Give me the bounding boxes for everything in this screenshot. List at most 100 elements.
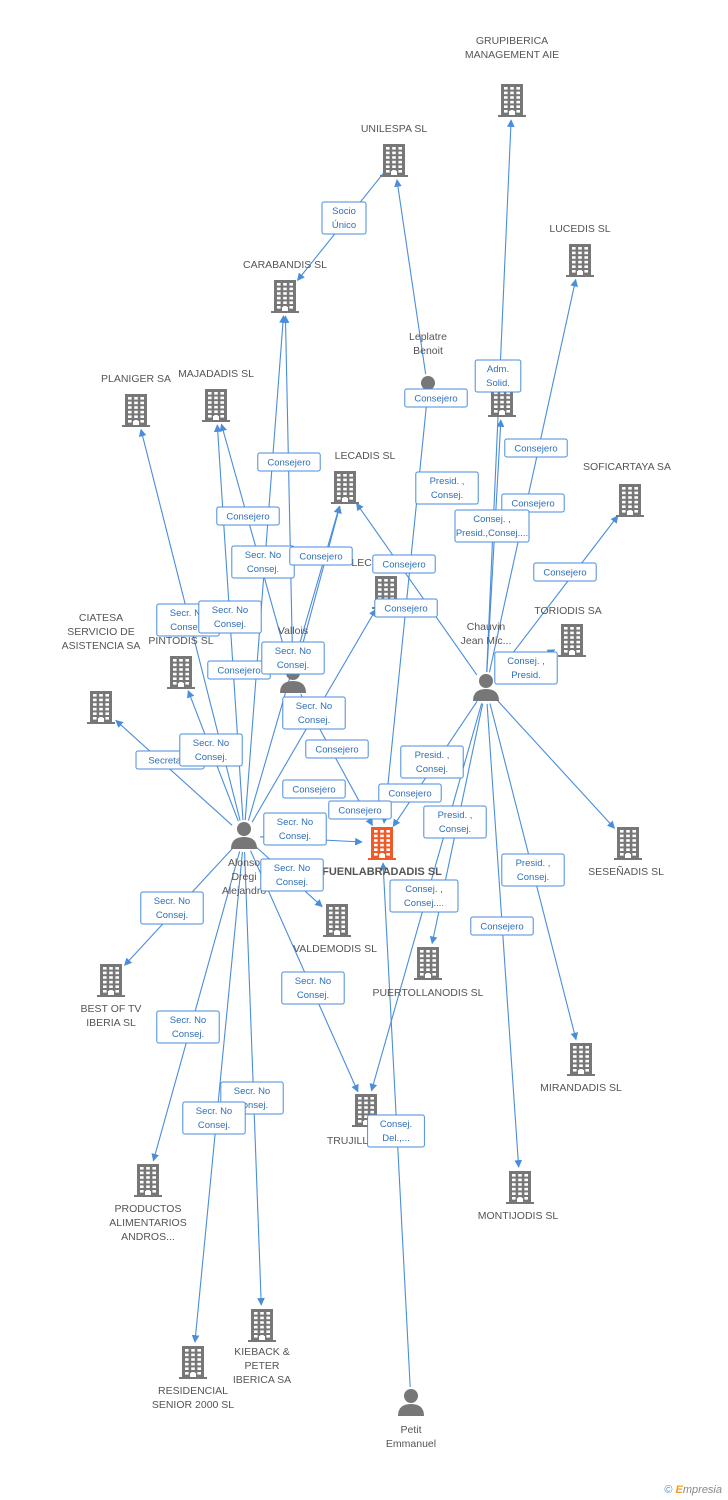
relation-text: Presid.,Consej....	[456, 528, 528, 539]
node-label: Dregi	[231, 871, 256, 883]
relation-label[interactable]: Consejero	[328, 800, 392, 820]
edge-vallois-lecadis	[296, 505, 342, 665]
node-label: KIEBACK &	[234, 1346, 289, 1358]
company-node-puertollanodis[interactable]: PUERTOLLANODIS SL	[372, 947, 484, 999]
relation-label[interactable]: Consejero	[216, 506, 280, 526]
company-node-lecadis[interactable]: LECADIS SL	[331, 450, 396, 504]
person-icon	[231, 822, 257, 849]
relation-text: Presid. ,	[415, 750, 450, 761]
company-node-montijodis[interactable]: MONTIJODIS SL	[478, 1171, 559, 1222]
company-node-carabandis[interactable]: CARABANDIS SL	[243, 259, 327, 313]
relation-label[interactable]: Consejero	[378, 783, 442, 803]
company-node-pintodis[interactable]: PINTODIS SL	[148, 635, 214, 689]
company-node-mirandadis[interactable]: MIRANDADIS SL	[540, 1043, 622, 1094]
relation-label[interactable]: Consej.Del.,...	[367, 1114, 425, 1148]
building-icon	[122, 394, 150, 427]
relation-text: Secr. No	[275, 646, 311, 657]
relation-label[interactable]: Adm.Solid.	[474, 359, 522, 393]
relation-text: Secretario	[148, 756, 191, 767]
company-node-planiger[interactable]: PLANIGER SA	[101, 373, 171, 427]
relation-label[interactable]: Consejero	[257, 452, 321, 472]
relation-label[interactable]: Consejero	[289, 546, 353, 566]
relation-text: Presid.	[511, 670, 541, 681]
relation-text: Consejero	[299, 552, 342, 563]
node-label: Petit	[400, 1424, 421, 1436]
building-icon	[558, 624, 586, 657]
company-node-fuenlabradadis[interactable]: FUENLABRADADIS SL	[322, 827, 442, 878]
relation-text: Consejero	[414, 394, 457, 405]
brand-logo-e: E	[675, 1484, 683, 1496]
relation-label[interactable]: Presid. ,Consej.	[415, 471, 479, 505]
node-label: PETER	[244, 1360, 279, 1372]
building-icon	[498, 84, 526, 117]
relation-text: Secr. No	[196, 1106, 232, 1117]
relation-label[interactable]: Presid. ,Consej.	[400, 745, 464, 779]
company-node-unilespa[interactable]: UNILESPA SL	[361, 123, 427, 177]
relation-text: Consejero	[292, 785, 335, 796]
relation-label[interactable]: Consejero	[372, 554, 436, 574]
building-icon	[616, 484, 644, 517]
node-label: Jean Mic...	[461, 635, 512, 647]
node-label: Leplatre	[409, 331, 447, 343]
relation-text: Conse...	[170, 622, 205, 633]
company-node-soficartaya[interactable]: SOFICARTAYA SA	[583, 461, 671, 517]
relation-label[interactable]: Presid. ,Consej.	[501, 853, 565, 887]
company-node-majadadis[interactable]: MAJADADIS SL	[178, 368, 254, 422]
edge-vallois-majadadis	[219, 423, 290, 665]
node-label: UNILESPA SL	[361, 123, 427, 135]
relation-text: Del.,...	[382, 1133, 409, 1144]
company-node-toriodis[interactable]: TORIODIS SA	[534, 605, 602, 657]
relation-text: Consej.	[297, 990, 329, 1001]
edge-chauvin-montijodis	[486, 703, 523, 1168]
relation-label[interactable]: Consejero	[305, 739, 369, 759]
relation-text: Secr. No	[154, 896, 190, 907]
relation-text: Consej.	[214, 619, 246, 630]
building-icon	[167, 656, 195, 689]
relation-text: Consejero	[226, 512, 269, 523]
company-node-productos[interactable]: PRODUCTOSALIMENTARIOSANDROS...	[109, 1164, 187, 1243]
relation-label[interactable]: Consejero	[501, 493, 565, 513]
relation-text: Consej.	[298, 715, 330, 726]
relation-label[interactable]: Consejero	[374, 598, 438, 618]
relation-label[interactable]: Consejero	[470, 916, 534, 936]
relation-text: Consej. ,	[405, 884, 443, 895]
relation-label[interactable]: Consej. ,Presid.	[494, 651, 558, 685]
relation-label[interactable]: Consejero	[282, 779, 346, 799]
relation-label[interactable]: Consejero	[533, 562, 597, 582]
company-node-valdemodis[interactable]: VALDEMODIS SL	[293, 904, 377, 955]
relation-label[interactable]: Consejero	[504, 438, 568, 458]
relation-text: Consej.	[439, 824, 471, 835]
node-label: TORIODIS SA	[534, 605, 602, 617]
relation-text: Secr. No	[170, 608, 206, 619]
company-node-senadis[interactable]: SESEÑADIS SL	[588, 827, 664, 878]
company-node-lucedis[interactable]: LUCEDIS SL	[549, 223, 611, 277]
relation-label[interactable]: Consejero	[404, 388, 468, 408]
relation-label[interactable]: Consejero	[207, 660, 271, 680]
node-label: GRUPIBERICA	[476, 35, 548, 47]
relation-label[interactable]: Consej. ,Consej....	[389, 879, 459, 913]
relation-label[interactable]: Presid. ,Consej.	[423, 805, 487, 839]
node-label: MIRANDADIS SL	[540, 1082, 622, 1094]
relation-label[interactable]: Consej. ,Presid.,Consej....	[454, 509, 530, 543]
